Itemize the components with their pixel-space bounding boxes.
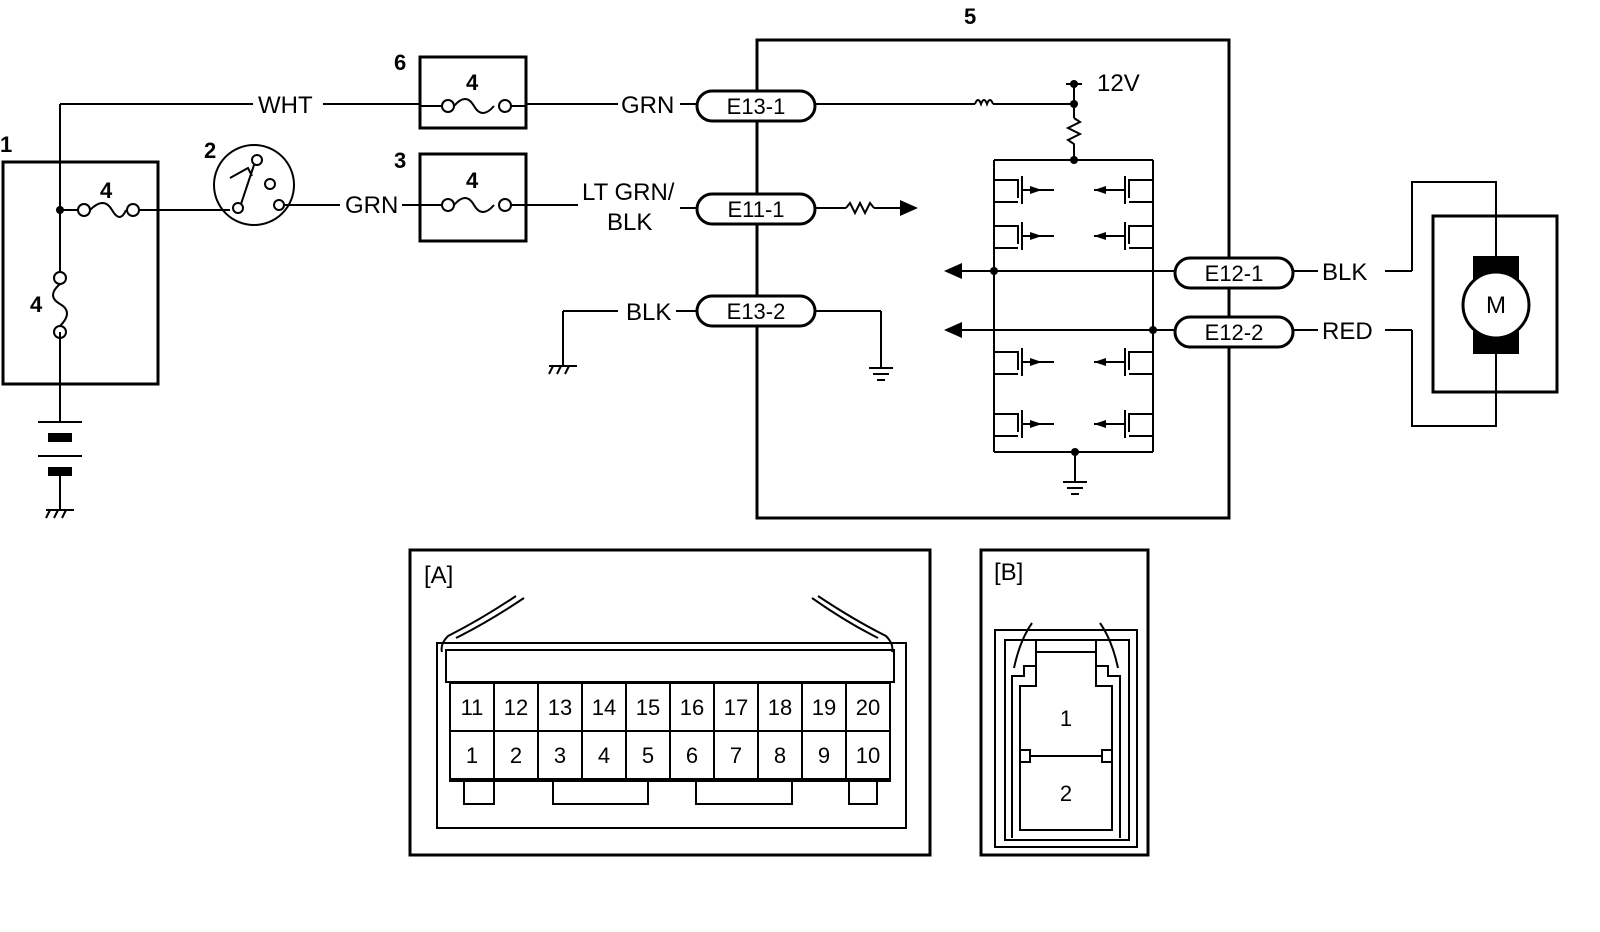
connector-e12-1: E12-1 [1173, 256, 1295, 290]
connector-label-e12-1: E12-1 [1205, 261, 1264, 286]
pin-label-a: 16 [680, 695, 704, 720]
component-number-2: 2 [204, 138, 216, 163]
pin-label-a: 12 [504, 695, 528, 720]
pin-label-a: 14 [592, 695, 616, 720]
voltage-label: 12V [1097, 70, 1140, 97]
transistor-icon [994, 222, 1054, 250]
pin-label-b-1: 1 [1060, 706, 1072, 731]
ground-icon [1063, 481, 1087, 495]
connector-label-e13-2: E13-2 [727, 299, 786, 324]
pin-label-a: 11 [461, 695, 484, 720]
transistor-icon [1094, 410, 1153, 438]
inductor-icon [974, 99, 994, 107]
pin-label-a: 17 [724, 695, 748, 720]
ignition-switch-2 [213, 144, 340, 226]
resistor-icon [1065, 117, 1083, 160]
wire-label-grn-mid: GRN [345, 192, 398, 219]
fuse-label-4b: 4 [30, 292, 43, 317]
view-label-a: [A] [424, 562, 453, 589]
fuse-3: 3 4 [394, 148, 528, 243]
pin-label-a: 13 [548, 695, 572, 720]
connector-label-e13-1: E13-1 [727, 94, 786, 119]
pin-label-a: 9 [818, 743, 830, 768]
resistor-icon [845, 200, 875, 216]
transistor-icon [1094, 176, 1153, 204]
motor-icon [1461, 270, 1531, 340]
connector-e13-2: E13-2 [695, 294, 817, 328]
motor-label: M [1486, 292, 1506, 319]
pin-label-a: 1 [466, 743, 478, 768]
fuse-box-1 [1, 160, 160, 386]
connector-e11-1: E11-1 [695, 192, 817, 226]
fuse-6: 6 4 [394, 50, 528, 130]
component-number-3: 3 [394, 148, 406, 173]
pin-label-a: 6 [686, 743, 698, 768]
wire-label-blk-motor: BLK [1322, 259, 1367, 286]
connector-e13-1: E13-1 [695, 89, 817, 123]
component-number-5: 5 [964, 4, 976, 29]
pin-cell [845, 730, 891, 780]
motor-assembly: M [1411, 181, 1559, 427]
pin-label-a: 10 [856, 743, 880, 768]
fuse-icon [453, 197, 495, 213]
pin-label-a: 15 [636, 695, 660, 720]
battery-fuse-box-section: 1 4 4 WHT [0, 92, 420, 519]
pin-label-b-2: 2 [1060, 781, 1072, 806]
pin-label-a: 19 [812, 695, 836, 720]
transistor-icon [994, 348, 1054, 376]
transistor-icon [994, 176, 1054, 204]
arrow-icon [944, 322, 962, 338]
fuse-icon [89, 202, 127, 218]
wire-label-blk-ground: BLK [626, 299, 671, 326]
wire-label-red-motor: RED [1322, 318, 1373, 345]
chassis-ground-icon [45, 509, 74, 519]
wire-label-grn-top: GRN [621, 92, 674, 119]
battery-icon [38, 421, 82, 510]
arrow-icon [944, 263, 962, 279]
arrow-icon [900, 200, 918, 216]
pin-label-a: 8 [774, 743, 786, 768]
control-module-5: 5 E13-1 E11-1 E13-2 E12-1 E12-2 12 [695, 4, 1295, 520]
fuse-label-4c: 4 [466, 70, 479, 95]
fuse-label-4d: 4 [466, 168, 479, 193]
view-label-b: [B] [994, 559, 1023, 586]
fuse-icon [453, 98, 495, 114]
h-bridge-circuit [944, 159, 1175, 495]
component-number-1: 1 [0, 132, 12, 157]
component-number-6: 6 [394, 50, 406, 75]
connector-e12-2: E12-2 [1173, 315, 1295, 349]
pin-label-a: 5 [642, 743, 654, 768]
connector-view-b: [B] 1 2 [979, 548, 1150, 857]
pin-label-a: 3 [554, 743, 566, 768]
connector-label-e11-1: E11-1 [727, 197, 784, 222]
transistor-icon [994, 410, 1054, 438]
fuse-label-4a: 4 [100, 178, 113, 203]
connector-label-e12-2: E12-2 [1205, 320, 1264, 345]
fuse-icon [52, 283, 68, 327]
pin-label-a: 7 [730, 743, 742, 768]
wire-label-wht: WHT [258, 92, 313, 119]
pin-label-a: 2 [510, 743, 522, 768]
wire-label-lt-grn: LT GRN/ [582, 179, 675, 206]
transistor-icon [1094, 222, 1153, 250]
transistor-icon [1094, 348, 1153, 376]
wire-label-lt-grn-blk: BLK [607, 209, 652, 236]
pin-label-a: 18 [768, 695, 792, 720]
pin-label-a: 4 [598, 743, 610, 768]
pin-label-a: 20 [856, 695, 880, 720]
ground-icon [869, 367, 893, 381]
chassis-ground-icon [548, 365, 577, 375]
